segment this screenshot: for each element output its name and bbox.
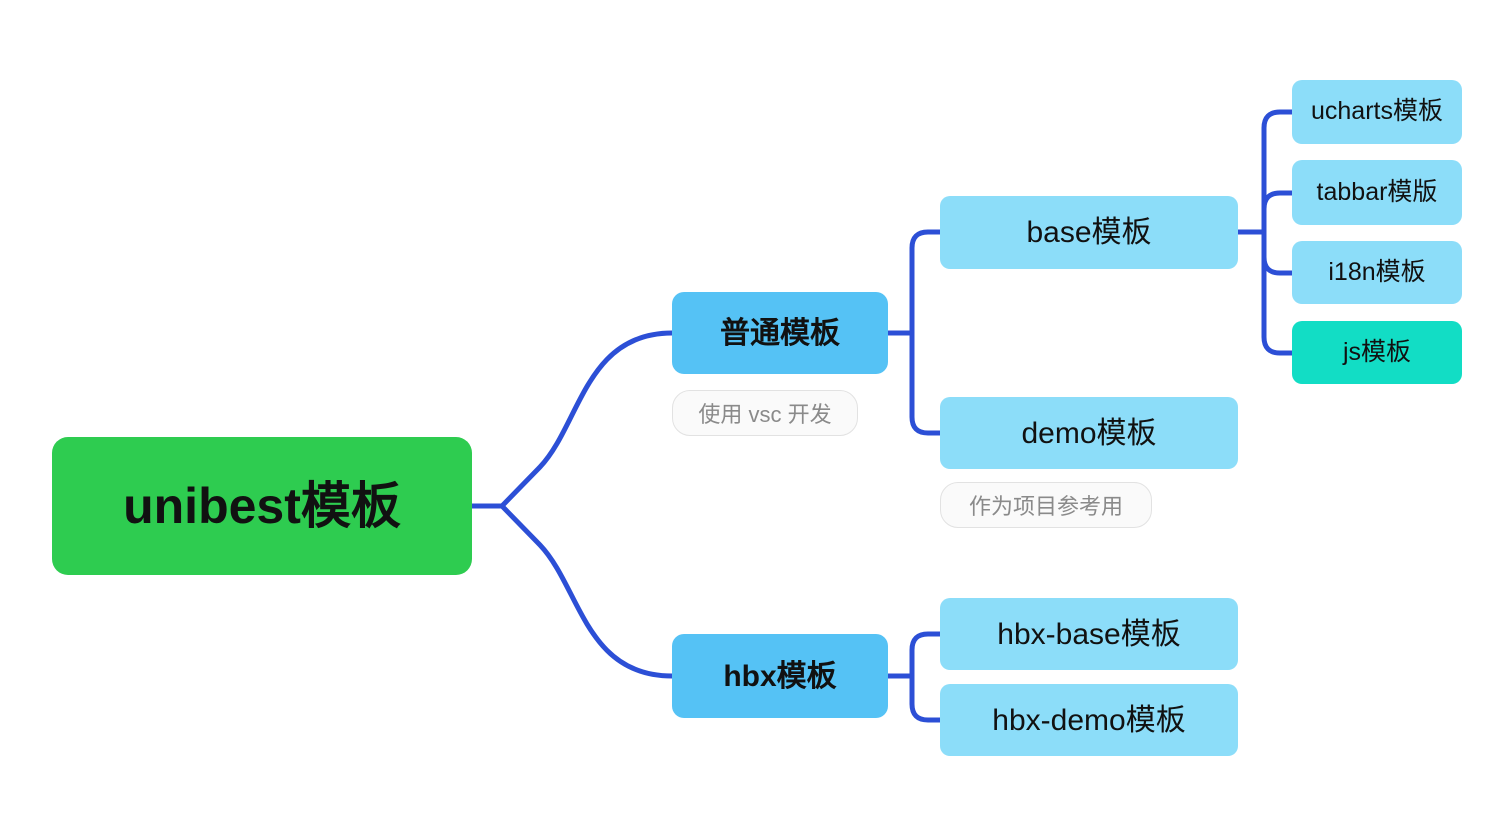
- node-i18n-label: i18n模板: [1328, 257, 1426, 286]
- edge-base-to-js: [1261, 229, 1295, 356]
- note-demo-label: 作为项目参考用: [968, 494, 1123, 519]
- node-hbx-base-template[interactable]: hbx-base模板: [940, 598, 1238, 670]
- node-i18n-template[interactable]: i18n模板: [1292, 241, 1462, 304]
- node-tabbar-template[interactable]: tabbar模版: [1292, 160, 1462, 225]
- edge-base-to-ucharts: [1261, 109, 1295, 235]
- node-root-unibest[interactable]: unibest模板: [52, 437, 472, 575]
- node-demo-template[interactable]: demo模板: [940, 397, 1238, 469]
- edge-base-to-i18n: [1261, 229, 1295, 276]
- node-base-label: base模板: [1026, 216, 1152, 249]
- node-js-template[interactable]: js模板: [1292, 321, 1462, 384]
- node-base-template[interactable]: base模板: [940, 196, 1238, 269]
- edge-root-to-normal: [499, 330, 675, 509]
- edge-hbx-to-hbxdemo: [909, 673, 943, 723]
- edge-hbx-to-hbxbase: [909, 631, 943, 679]
- node-js-label: js模板: [1342, 337, 1412, 366]
- node-tabbar-label: tabbar模版: [1316, 177, 1438, 206]
- note-demo-template: 作为项目参考用: [940, 482, 1152, 528]
- node-ucharts-template[interactable]: ucharts模板: [1292, 80, 1462, 144]
- node-branch-hbx-label: hbx模板: [723, 659, 837, 693]
- node-hbx-demo-template[interactable]: hbx-demo模板: [940, 684, 1238, 756]
- node-ucharts-label: ucharts模板: [1311, 97, 1443, 126]
- edge-root-to-hbx: [499, 503, 675, 679]
- node-hbx-base-label: hbx-base模板: [997, 617, 1181, 651]
- node-branch-normal-label: 普通模板: [720, 316, 840, 350]
- node-demo-label: demo模板: [1021, 416, 1157, 450]
- note-normal-label: 使用 vsc 开发: [698, 402, 832, 427]
- note-normal-template: 使用 vsc 开发: [672, 390, 858, 436]
- node-branch-normal-template[interactable]: 普通模板: [672, 292, 888, 374]
- edge-normal-to-base: [909, 229, 943, 336]
- edge-base-to-tabbar: [1261, 190, 1295, 235]
- node-branch-hbx-template[interactable]: hbx模板: [672, 634, 888, 718]
- node-hbx-demo-label: hbx-demo模板: [992, 703, 1186, 737]
- node-root-label: unibest模板: [123, 477, 401, 534]
- edge-normal-to-demo: [909, 330, 943, 436]
